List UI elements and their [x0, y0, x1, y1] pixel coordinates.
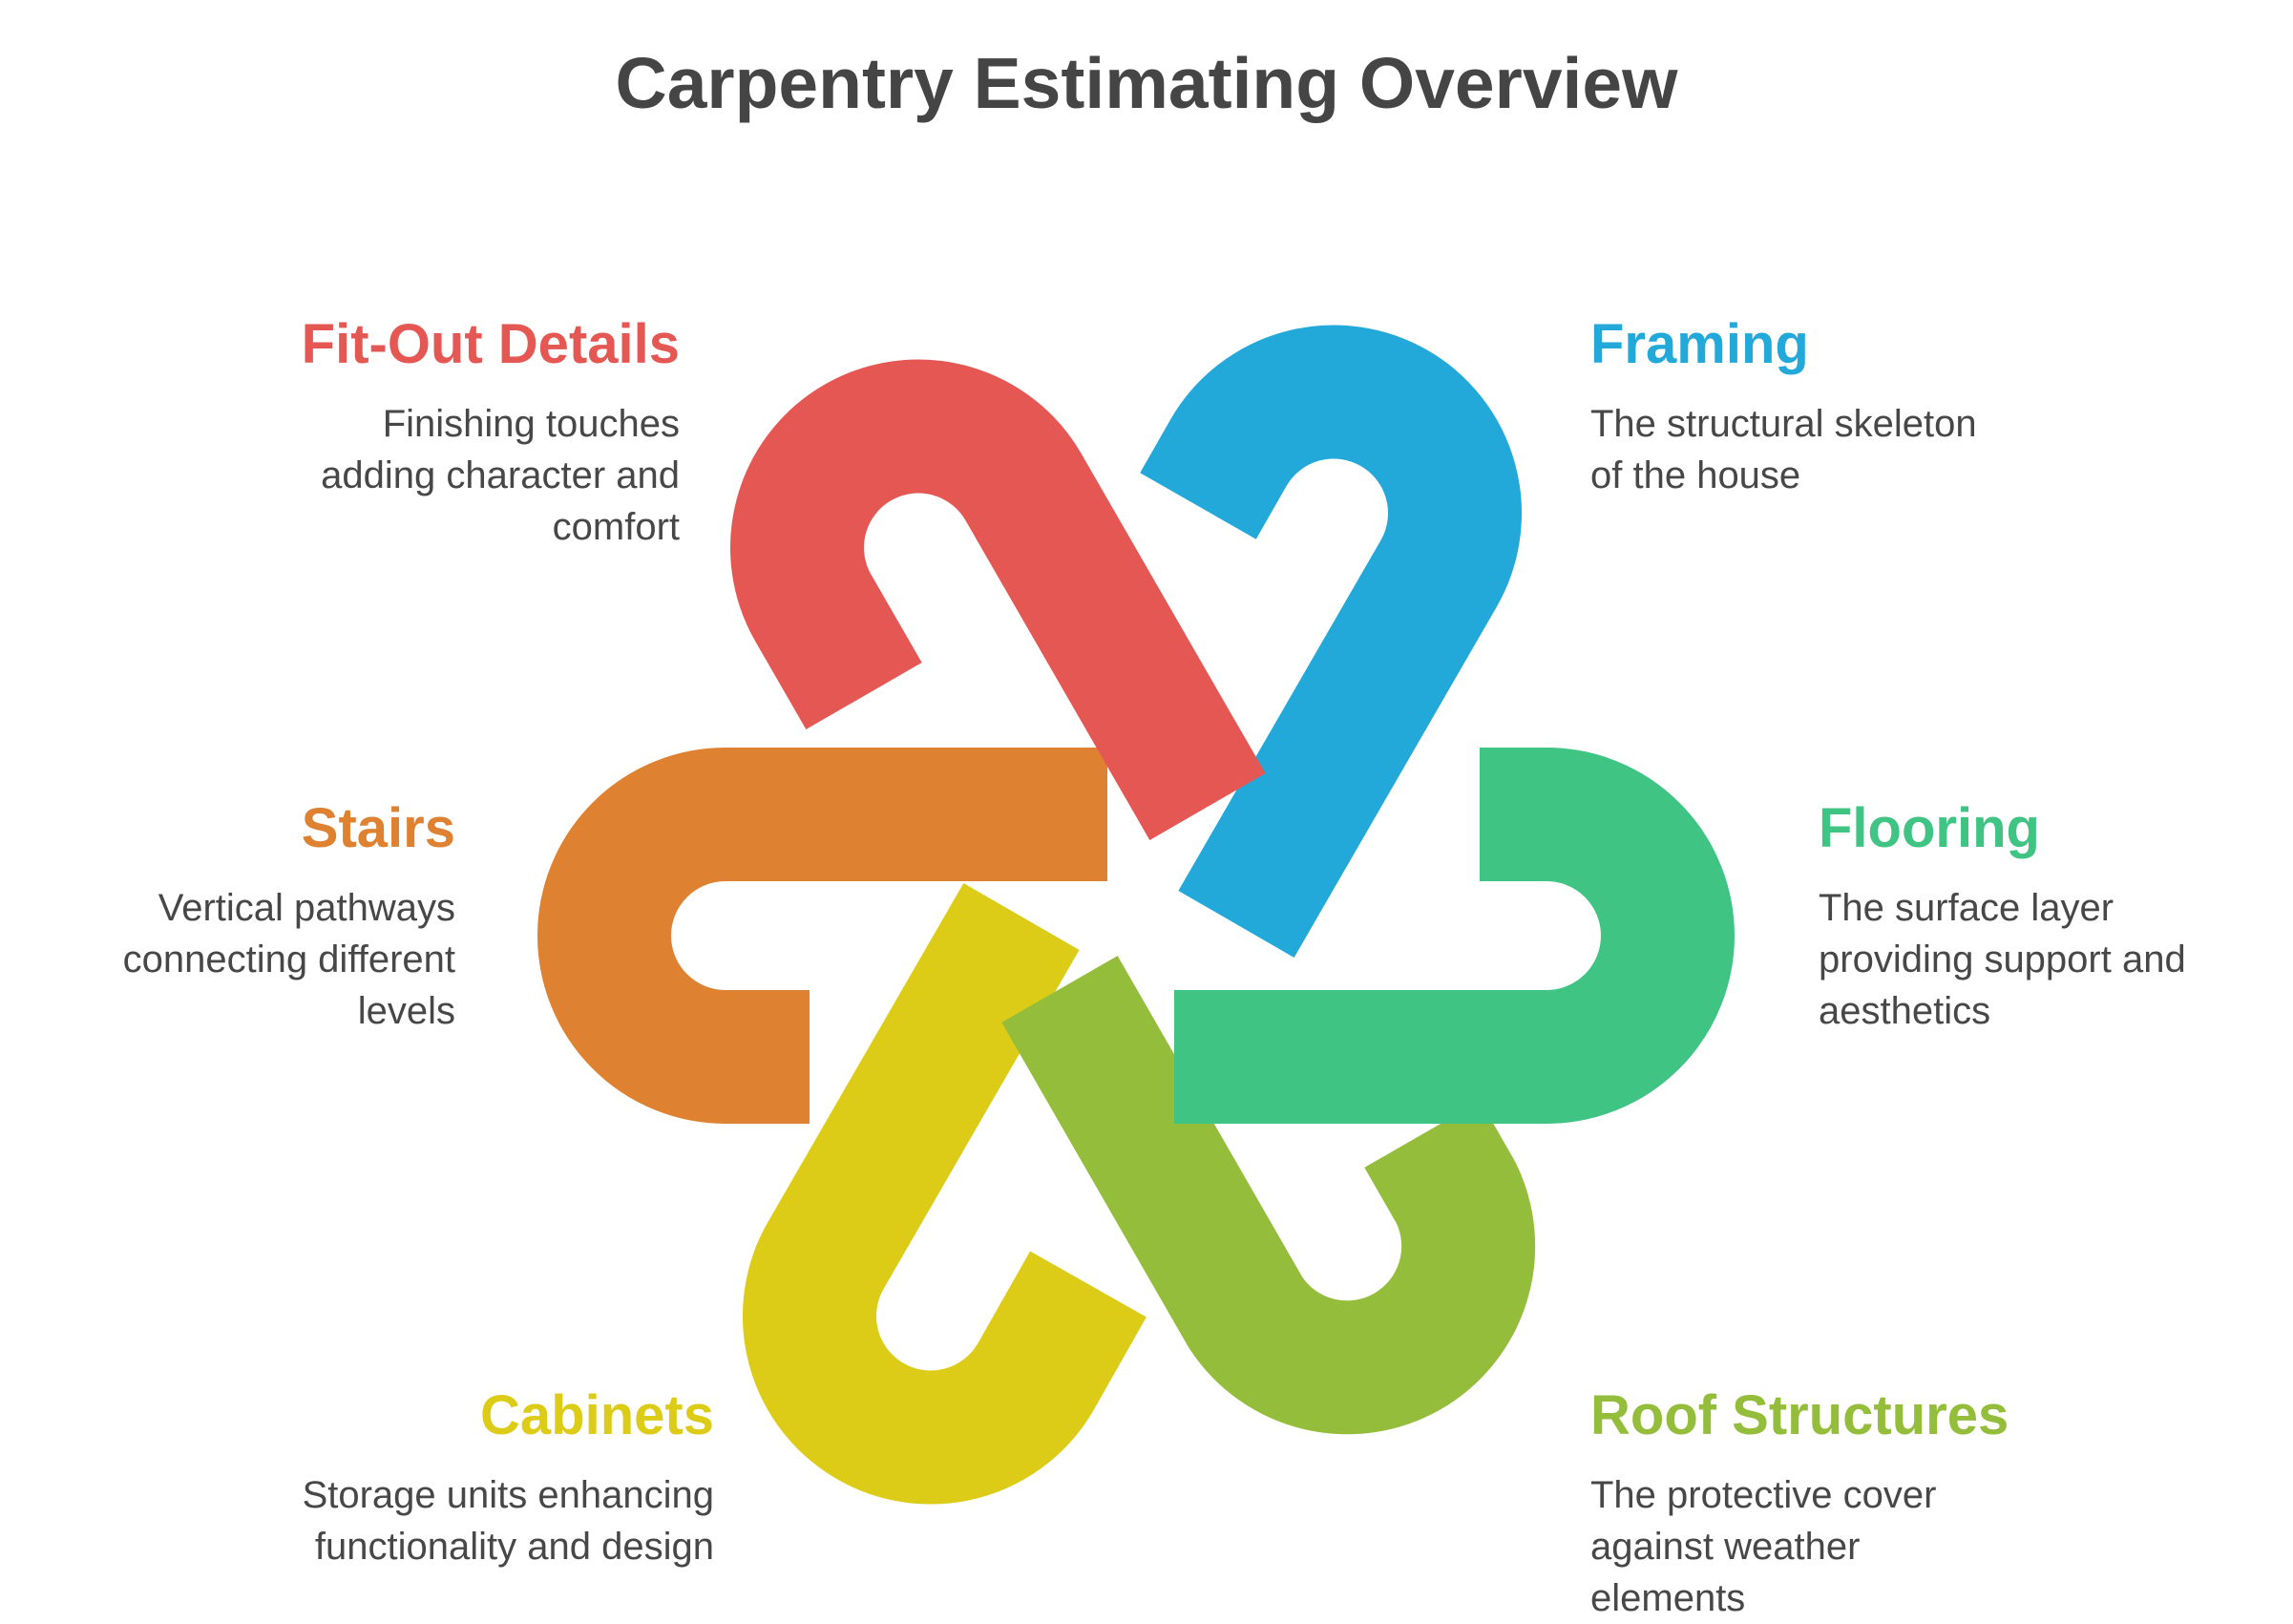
item-cabinets: Cabinets Storage units enhancing functio…	[134, 1384, 714, 1572]
loop-flooring	[1174, 748, 1735, 1124]
item-stairs: Stairs Vertical pathways connecting diff…	[38, 797, 455, 1037]
cabinets-label: Cabinets	[480, 1384, 714, 1446]
framing-description: The structural skeleton of the house	[1590, 402, 1977, 496]
page-title: Carpentry Estimating Overview	[615, 43, 1678, 123]
flooring-label: Flooring	[1819, 797, 2040, 859]
fit-out-label: Fit-Out Details	[301, 313, 680, 375]
item-flooring: Flooring The surface layer providing sup…	[1819, 797, 2277, 1037]
loop-fit-out	[730, 359, 1266, 840]
item-framing: Framing The structural skeleton of the h…	[1590, 313, 2182, 501]
loop-roof	[1001, 956, 1536, 1435]
roof-structures-label: Roof Structures	[1590, 1384, 2009, 1446]
loop-framing	[1140, 325, 1522, 959]
framing-label: Framing	[1590, 313, 1809, 375]
flooring-description: The surface layer providing support and …	[1819, 886, 2186, 1032]
cabinets-description: Storage units enhancing functionality an…	[302, 1473, 714, 1568]
item-roof-structures: Roof Structures The protective cover aga…	[1590, 1384, 2182, 1624]
stairs-description: Vertical pathways connecting different l…	[122, 886, 455, 1032]
roof-structures-description: The protective cover against weather ele…	[1590, 1473, 1937, 1619]
item-fit-out: Fit-Out Details Finishing touches adding…	[95, 313, 680, 553]
loop-cabinets	[743, 882, 1146, 1505]
fit-out-description: Finishing touches adding character and c…	[321, 402, 680, 548]
stairs-label: Stairs	[301, 797, 455, 859]
loop-stairs	[537, 748, 1107, 1124]
